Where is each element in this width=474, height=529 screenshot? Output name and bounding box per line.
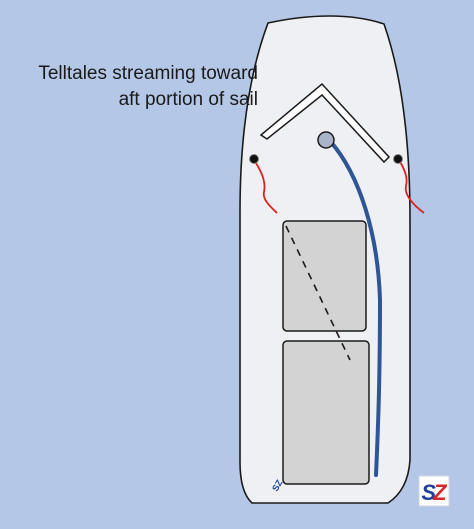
caption-line-2: aft portion of sail [118, 89, 258, 110]
caption-line-1: Telltales streaming toward [38, 63, 258, 84]
logo-s: S [421, 480, 436, 505]
forward-hatch [282, 220, 367, 332]
telltale-left [249, 154, 278, 214]
sailzone-logo-icon: SZ [418, 475, 450, 507]
dashed-line [285, 225, 351, 361]
telltale-grommet-icon [393, 154, 403, 164]
aft-hatch [282, 340, 370, 485]
mainsheet-line [328, 139, 383, 477]
logo-text: SZ [421, 480, 448, 505]
telltale-caption: Telltales streaming toward aft portion o… [0, 61, 258, 113]
logo-z: Z [432, 480, 448, 505]
mast-step-icon [317, 131, 335, 149]
telltale-left-streamer [253, 159, 278, 214]
telltale-grommet-icon [249, 154, 259, 164]
telltale-right [393, 154, 425, 214]
deck-chevron [259, 82, 391, 164]
telltale-right-streamer [398, 159, 425, 214]
